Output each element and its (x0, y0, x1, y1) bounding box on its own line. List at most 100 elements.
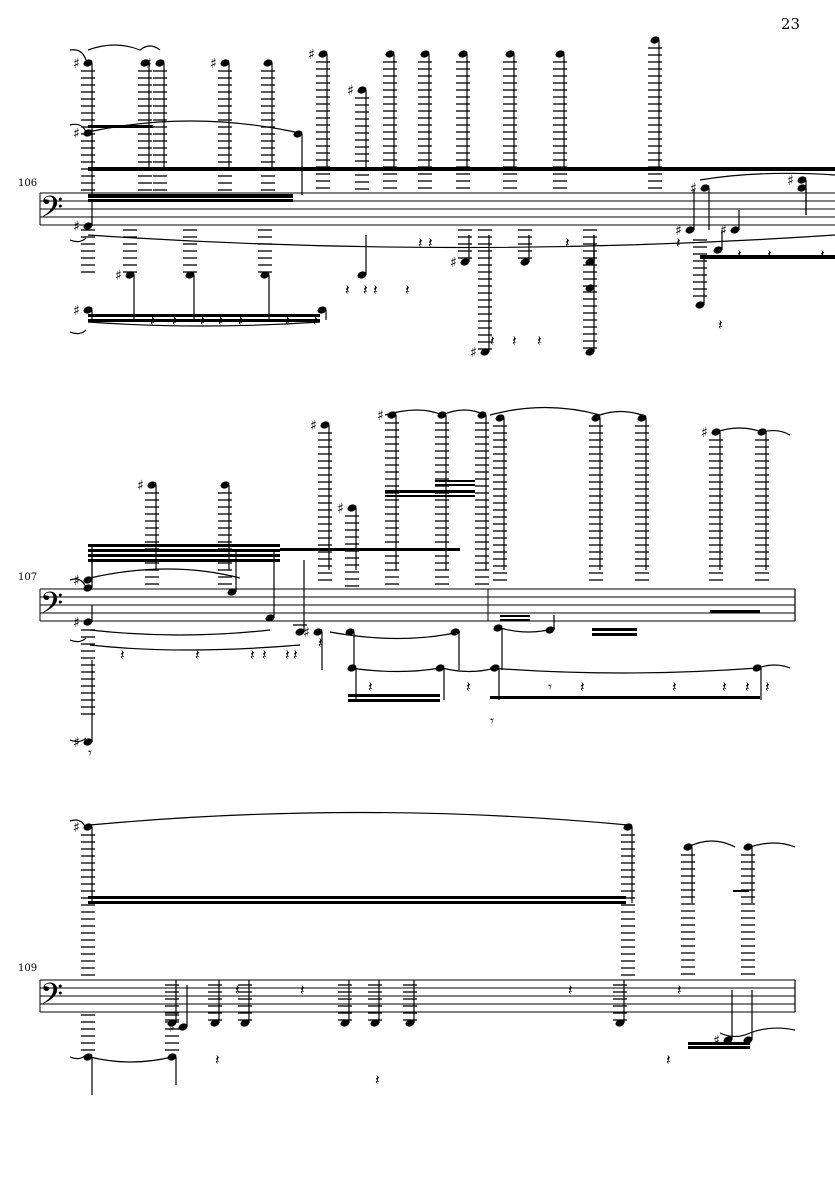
note (263, 59, 273, 170)
note: ♯ (470, 235, 490, 360)
note (420, 50, 430, 170)
note: ♯ (303, 625, 323, 670)
note (370, 980, 380, 1027)
rest-icon: 𝄽 (418, 234, 423, 252)
rest-icon: 𝄽 (172, 312, 177, 330)
note (385, 50, 395, 170)
rest-icon: 𝄽 (405, 281, 410, 299)
note: ♯ (310, 418, 330, 570)
note (83, 1053, 93, 1095)
note: ♯ (73, 200, 93, 235)
note (345, 628, 355, 670)
measure-number: 106 (18, 178, 38, 189)
sharp-icon: ♯ (470, 345, 477, 360)
sharp-icon: ♯ (720, 223, 727, 239)
note (185, 271, 195, 320)
sharp-icon: ♯ (73, 303, 80, 319)
note (591, 414, 601, 570)
sharp-icon: ♯ (377, 408, 384, 424)
sharp-icon: ♯ (303, 625, 310, 641)
note (167, 980, 177, 1027)
sharp-icon: ♯ (168, 1020, 175, 1036)
bass-clef-icon: 𝄢 (40, 191, 63, 232)
note (683, 843, 693, 903)
rest-icon: 𝄽 (512, 332, 517, 350)
rest-icon: 𝄽 (676, 234, 681, 252)
sharp-icon: ♯ (450, 255, 457, 271)
note (220, 481, 230, 570)
note (797, 184, 807, 215)
note (210, 980, 220, 1027)
note: ♯ (347, 83, 367, 170)
note: ♯ (337, 501, 357, 570)
rest-icon: 𝄽 (568, 981, 573, 999)
rest-icon: 𝄽 (428, 234, 433, 252)
bass-clef-icon: 𝄢 (40, 587, 63, 628)
sharp-icon: ♯ (787, 173, 794, 189)
rest-icon: 𝄽 (200, 312, 205, 330)
rest-icon: 𝄾 (88, 744, 92, 762)
note (520, 235, 530, 266)
note (650, 36, 660, 170)
sharp-icon: ♯ (137, 478, 144, 494)
note: ♯ (690, 181, 710, 230)
sharp-icon: ♯ (310, 418, 317, 434)
note (477, 411, 487, 570)
sharp-icon: ♯ (145, 56, 152, 72)
note (458, 50, 468, 170)
staff-system-107: 𝄢 ♯♯♯♯♯♯♯♯♯ (39, 406, 796, 762)
note: ♯ (73, 660, 93, 751)
rest-icon: 𝄽 (285, 312, 290, 330)
rest-icon: 𝄽 (737, 246, 742, 264)
note (495, 414, 505, 570)
note (227, 550, 237, 596)
note (340, 980, 350, 1027)
sharp-icon: ♯ (210, 56, 217, 72)
page-number: 23 (780, 15, 800, 33)
note (555, 50, 565, 170)
measure-number: 107 (18, 572, 38, 583)
sharp-icon: ♯ (308, 47, 315, 63)
note: ♯ (73, 126, 93, 195)
note (757, 428, 767, 570)
note: ♯ (145, 56, 165, 170)
note (295, 560, 305, 636)
rest-icon: 𝄽 (218, 312, 223, 330)
rest-icon: 𝄽 (235, 981, 240, 999)
note (743, 990, 753, 1044)
rest-icon: 𝄽 (466, 678, 471, 696)
note (140, 59, 150, 170)
note (240, 980, 250, 1027)
note: ♯ (720, 210, 740, 239)
note: ♯ (115, 268, 135, 320)
note (545, 615, 555, 634)
note (695, 255, 705, 309)
note (405, 980, 415, 1027)
rest-icon: 𝄽 (820, 246, 825, 264)
note (437, 411, 447, 570)
note (585, 235, 595, 356)
sharp-icon: ♯ (713, 1033, 720, 1049)
system-1: 106 𝄢 ♯♯♯♯♯♯♯♯♯♯♯♯♯♯♯ (0, 30, 835, 360)
bass-clef-icon: 𝄢 (40, 978, 63, 1019)
rest-icon: 𝄽 (745, 678, 750, 696)
note: ♯ (73, 303, 93, 320)
rest-icon: 𝄽 (375, 1071, 380, 1089)
sharp-icon: ♯ (73, 615, 80, 631)
note (493, 624, 503, 670)
note (317, 306, 327, 320)
note: ♯ (308, 47, 328, 170)
rest-icon: 𝄽 (250, 646, 255, 664)
sharp-icon: ♯ (73, 56, 80, 72)
rest-icon: 𝄽 (565, 234, 570, 252)
rest-icon: 𝄽 (195, 646, 200, 664)
rest-icon: 𝄽 (767, 246, 772, 264)
rest-icon: 𝄽 (368, 678, 373, 696)
rest-icon: 𝄽 (262, 646, 267, 664)
rest-icon: 𝄽 (765, 678, 770, 696)
sharp-icon: ♯ (73, 573, 80, 589)
rest-icon: 𝄽 (345, 281, 350, 299)
note: ♯ (137, 478, 157, 570)
sharp-icon: ♯ (73, 820, 80, 836)
rest-icon: 𝄽 (537, 332, 542, 350)
